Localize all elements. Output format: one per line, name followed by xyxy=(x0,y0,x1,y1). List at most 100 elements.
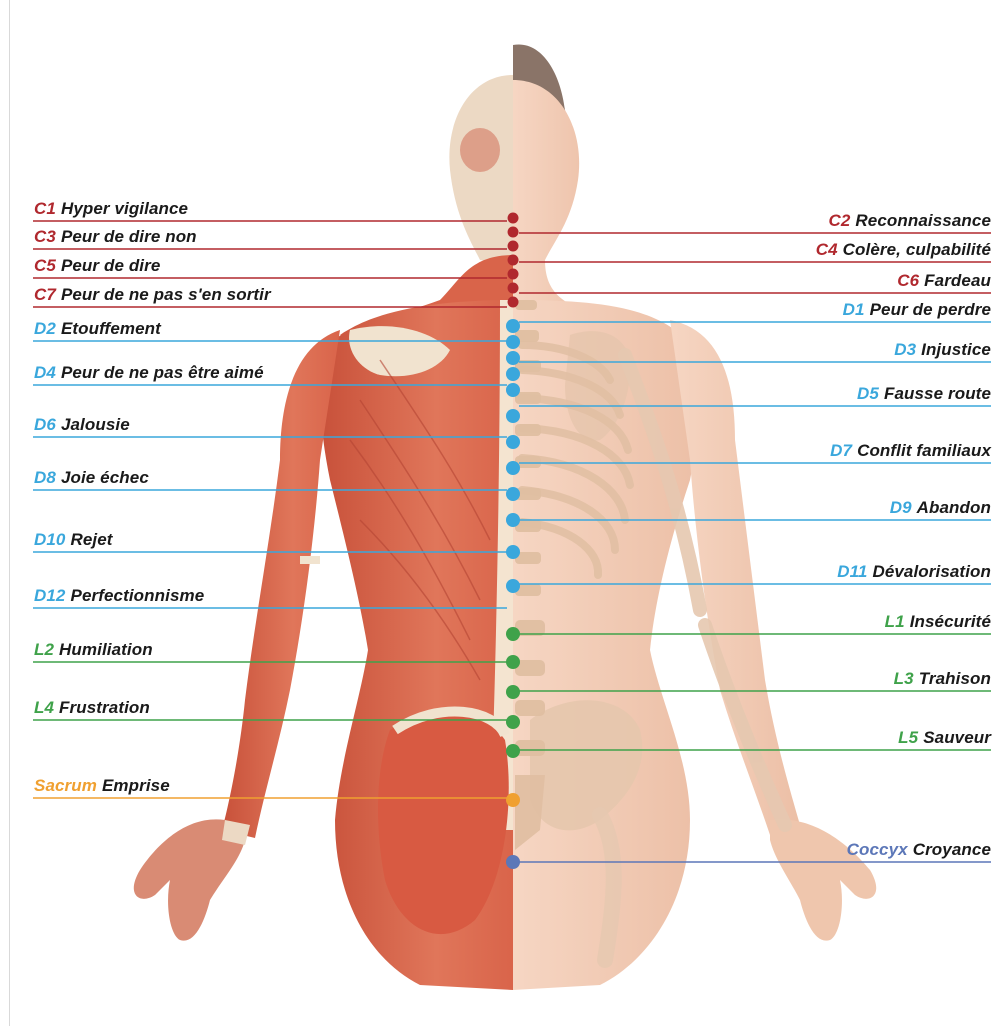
vertebra-code: L4 xyxy=(34,698,54,717)
vertebra-label-c3: C3 Peur de dire non xyxy=(34,227,197,247)
vertebra-meaning: Conflit familiaux xyxy=(857,441,991,460)
vertebra-code: L5 xyxy=(898,728,918,747)
vertebra-code: L3 xyxy=(894,669,914,688)
vertebra-dot-d3 xyxy=(506,351,520,365)
vertebra-code: C7 xyxy=(34,285,56,304)
vertebra-dot-c3 xyxy=(508,241,519,252)
vertebra-label-l2: L2 Humiliation xyxy=(34,640,153,660)
vertebra-code: D1 xyxy=(843,300,865,319)
vertebra-dot-sacrum xyxy=(506,793,520,807)
vertebra-code: D2 xyxy=(34,319,56,338)
vertebra-dot-d8 xyxy=(506,461,520,475)
vertebra-dot-coccyx xyxy=(506,855,520,869)
vertebra-dot-l3 xyxy=(506,685,520,699)
vertebra-label-d4: D4 Peur de ne pas être aimé xyxy=(34,363,264,383)
vertebra-dot-l1 xyxy=(506,627,520,641)
vertebra-meaning: Sauveur xyxy=(923,728,991,747)
vertebra-label-sacrum: Sacrum Emprise xyxy=(34,776,170,796)
vertebra-label-d1: D1 Peur de perdre xyxy=(843,300,991,320)
vertebra-code: Coccyx xyxy=(847,840,908,859)
vertebra-code: D4 xyxy=(34,363,56,382)
vertebra-meaning: Dévalorisation xyxy=(872,562,991,581)
vertebra-code: C2 xyxy=(828,211,850,230)
vertebra-meaning: Peur de ne pas être aimé xyxy=(61,363,264,382)
vertebra-dot-l2 xyxy=(506,655,520,669)
vertebra-dot-c6 xyxy=(508,283,519,294)
vertebra-dot-d12 xyxy=(506,579,520,593)
vertebra-code: D8 xyxy=(34,468,56,487)
vertebra-meaning: Insécurité xyxy=(910,612,991,631)
vertebra-meaning: Jalousie xyxy=(61,415,130,434)
vertebra-dot-c2 xyxy=(508,227,519,238)
vertebra-dot-d7 xyxy=(506,435,520,449)
vertebra-dot-d10 xyxy=(506,513,520,527)
vertebra-label-c7: C7 Peur de ne pas s'en sortir xyxy=(34,285,271,305)
vertebra-code: D3 xyxy=(894,340,916,359)
vertebra-meaning: Frustration xyxy=(59,698,150,717)
vertebra-meaning: Etouffement xyxy=(61,319,161,338)
vertebra-meaning: Peur de perdre xyxy=(870,300,991,319)
vertebra-code: C3 xyxy=(34,227,56,246)
vertebra-meaning: Rejet xyxy=(71,530,113,549)
vertebra-code: C4 xyxy=(816,240,838,259)
vertebra-code: D7 xyxy=(830,441,852,460)
vertebra-meaning: Reconnaissance xyxy=(855,211,991,230)
vertebra-label-d10: D10 Rejet xyxy=(34,530,113,550)
vertebra-label-d6: D6 Jalousie xyxy=(34,415,130,435)
vertebra-code: Sacrum xyxy=(34,776,97,795)
vertebra-code: C5 xyxy=(34,256,56,275)
vertebra-meaning: Emprise xyxy=(102,776,170,795)
vertebra-dot-c4 xyxy=(508,255,519,266)
vertebra-label-c4: C4 Colère, culpabilité xyxy=(816,240,991,260)
vertebra-meaning: Croyance xyxy=(913,840,991,859)
vertebra-dot-l4 xyxy=(506,715,520,729)
vertebra-label-coccyx: Coccyx Croyance xyxy=(847,840,991,860)
vertebra-meaning: Joie échec xyxy=(61,468,149,487)
vertebra-code: D12 xyxy=(34,586,66,605)
vertebra-label-d7: D7 Conflit familiaux xyxy=(830,441,991,461)
vertebra-code: D5 xyxy=(857,384,879,403)
vertebra-dot-d2 xyxy=(506,335,520,349)
vertebra-dot-d1 xyxy=(506,319,520,333)
vertebra-code: D10 xyxy=(34,530,66,549)
vertebra-meaning: Abandon xyxy=(917,498,991,517)
vertebra-dot-d4 xyxy=(506,367,520,381)
vertebra-meaning: Hyper vigilance xyxy=(61,199,188,218)
vertebra-dot-d6 xyxy=(506,409,520,423)
vertebra-label-c2: C2 Reconnaissance xyxy=(828,211,991,231)
vertebra-label-d11: D11 Dévalorisation xyxy=(837,562,991,582)
vertebra-dot-d5 xyxy=(506,383,520,397)
vertebra-code: D6 xyxy=(34,415,56,434)
vertebra-meaning: Peur de dire non xyxy=(61,227,197,246)
vertebra-meaning: Humiliation xyxy=(59,640,153,659)
vertebra-meaning: Fardeau xyxy=(924,271,991,290)
vertebra-label-d8: D8 Joie échec xyxy=(34,468,149,488)
vertebra-label-d3: D3 Injustice xyxy=(894,340,991,360)
vertebra-label-d12: D12 Perfectionnisme xyxy=(34,586,204,606)
vertebra-meaning: Perfectionnisme xyxy=(71,586,205,605)
vertebra-meaning: Colère, culpabilité xyxy=(843,240,991,259)
vertebra-label-c1: C1 Hyper vigilance xyxy=(34,199,188,219)
vertebra-dot-c7 xyxy=(508,297,519,308)
muscle-half xyxy=(134,75,513,990)
vertebra-label-c5: C5 Peur de dire xyxy=(34,256,160,276)
vertebra-label-l4: L4 Frustration xyxy=(34,698,150,718)
vertebra-dot-d9 xyxy=(506,487,520,501)
vertebra-code: L2 xyxy=(34,640,54,659)
vertebra-meaning: Injustice xyxy=(921,340,991,359)
vertebra-meaning: Peur de dire xyxy=(61,256,160,275)
vertebra-dot-c1 xyxy=(508,213,519,224)
vertebra-label-c6: C6 Fardeau xyxy=(897,271,991,291)
vertebra-meaning: Peur de ne pas s'en sortir xyxy=(61,285,271,304)
skin-half xyxy=(513,44,876,990)
vertebra-code: C1 xyxy=(34,199,56,218)
vertebra-label-l5: L5 Sauveur xyxy=(898,728,991,748)
vertebra-code: D11 xyxy=(837,562,867,581)
vertebra-dot-l5 xyxy=(506,744,520,758)
vertebra-code: C6 xyxy=(897,271,919,290)
